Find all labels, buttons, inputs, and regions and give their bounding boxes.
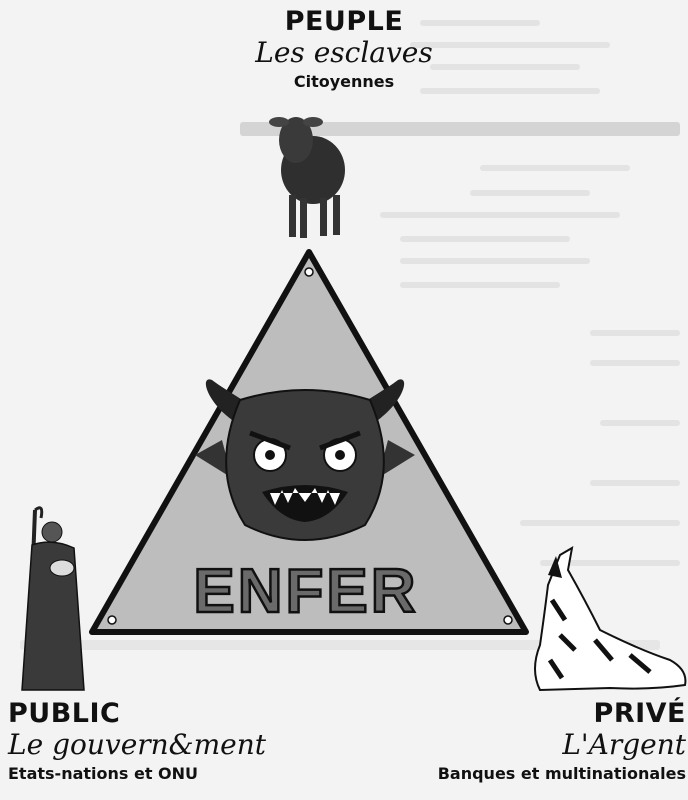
left-label-group: PUBLIC Le gouvern&ment Etats-nations et … xyxy=(8,698,308,783)
howling-wolf-icon xyxy=(534,546,687,692)
shepherd-icon xyxy=(21,506,85,691)
left-title: PUBLIC xyxy=(8,698,121,729)
right-title: PRIVÉ xyxy=(593,698,686,729)
center-word: ENFER xyxy=(193,557,418,626)
top-label-group: PEUPLE Les esclaves Citoyennes xyxy=(194,6,494,91)
devil-face-icon xyxy=(195,379,415,541)
right-label-group: PRIVÉ L'Argent Banques et multinationale… xyxy=(356,698,686,783)
right-subtitle: L'Argent xyxy=(562,728,686,762)
sheep-icon xyxy=(269,117,345,238)
left-caption: Etats-nations et ONU xyxy=(8,763,199,783)
right-caption: Banques et multinationales xyxy=(437,763,686,783)
top-title: PEUPLE xyxy=(284,6,404,37)
left-subtitle: Le gouvern&ment xyxy=(8,728,267,762)
top-caption: Citoyennes xyxy=(293,71,395,91)
top-subtitle: Les esclaves xyxy=(255,36,433,70)
